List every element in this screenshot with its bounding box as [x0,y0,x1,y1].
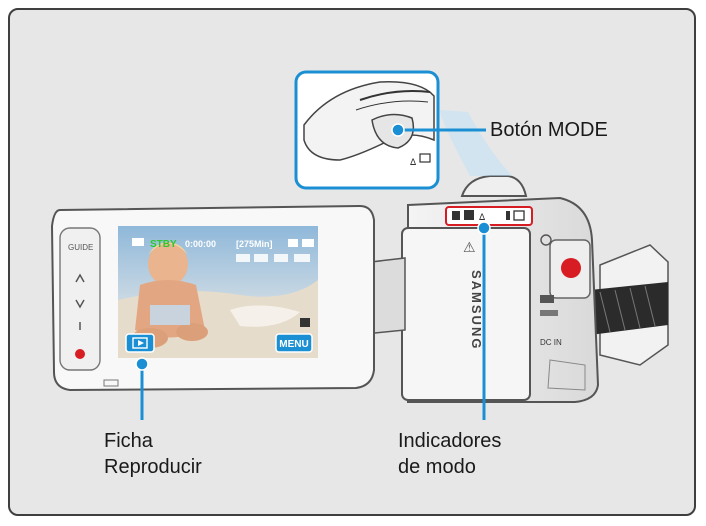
baby-photo [148,242,188,286]
callout-lines [135,123,491,420]
mode-button-label: Botón MODE [490,119,608,141]
battery-icon [302,239,314,247]
brand-logo: SAMSUNG [469,270,484,350]
camera-body: ᐃ ⚠ DC IN [401,175,600,403]
mode-button-zoom: ᐃ [294,70,512,190]
hand-strap [590,244,669,366]
menu-button[interactable]: MENU [275,333,313,353]
mode-button-callout: Botón MODE [490,117,608,143]
mode-indicators-label-line2: de modo [398,456,476,478]
play-tab-label-line2: Reproducir [104,456,202,478]
lcd-screen [118,226,318,358]
remaining-time: [275Min] [236,239,273,249]
svg-text:MENU: MENU [279,339,308,350]
storage-icon [288,239,298,247]
mode-indicators-label-line1: Indicadores [398,430,502,452]
svg-text:DC IN: DC IN [540,338,562,347]
mode-indicators-callout: Indicadores de modo [398,428,501,480]
play-icon [138,340,144,346]
camera-mode-icon [132,238,144,246]
menu-scroll-icon [300,318,310,327]
svg-text:ᐃ: ᐃ [479,212,486,222]
svg-text:⚠: ⚠ [463,239,476,255]
stby-label: STBY [150,239,177,250]
play-tab-callout: Ficha Reproducir [104,428,202,480]
svg-text:GUIDE: GUIDE [68,243,93,252]
svg-text:ᐃ: ᐃ [410,157,417,167]
time-counter: 0:00:00 [185,239,216,249]
play-tab-label-line1: Ficha [104,430,153,452]
play-tab[interactable] [125,333,155,353]
